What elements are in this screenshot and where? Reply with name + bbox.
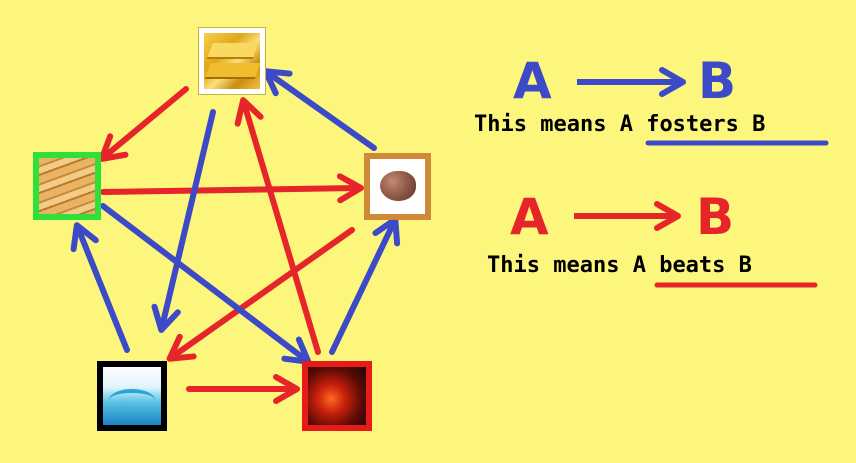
fire-node	[302, 361, 372, 431]
legend-beat-phrase: A beats B	[632, 253, 752, 278]
edge-wood-beats-stone	[100, 173, 364, 204]
legend-beat-text: This means A beats B	[487, 253, 752, 278]
edge-gold-fosters-water	[151, 109, 216, 333]
gold-bars-icon	[204, 33, 260, 89]
stone-node	[364, 153, 431, 220]
legend-foster-a: A	[513, 52, 552, 110]
edge-stone-fosters-gold	[262, 68, 377, 151]
edge-fire-beats-gold	[234, 97, 321, 355]
water-node	[97, 361, 167, 431]
legend-beat-b: B	[696, 188, 735, 246]
wood-planks-icon	[39, 158, 95, 214]
legend-foster-b: B	[698, 52, 737, 110]
edge-fire-fosters-stone	[329, 216, 401, 355]
legend-foster-phrase: A fosters B	[619, 112, 766, 137]
legend-foster-text: This means A fosters B	[474, 112, 765, 137]
water-splash-icon	[103, 367, 161, 425]
edge-wood-fosters-fire	[100, 203, 312, 365]
edge-water-fosters-wood	[70, 222, 130, 353]
stone-icon	[370, 159, 425, 214]
legend-beat-a: A	[510, 188, 549, 246]
wood-node	[33, 152, 101, 220]
edge-gold-beats-wood	[98, 86, 189, 162]
fire-icon	[308, 367, 366, 425]
legend-foster-prefix: This means	[474, 112, 620, 137]
gold-node	[198, 27, 266, 95]
edge-stone-beats-water	[166, 227, 355, 362]
legend-beat-prefix: This means	[487, 253, 633, 278]
